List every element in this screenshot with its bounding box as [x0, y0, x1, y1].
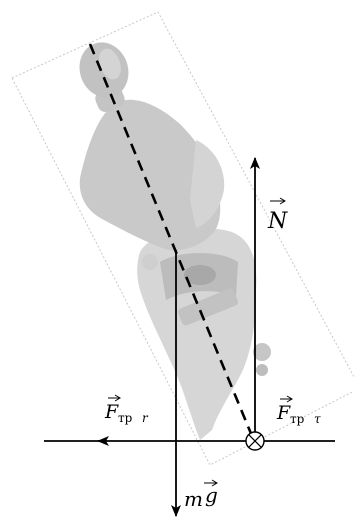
friction-t-label: F тр τ: [276, 395, 321, 426]
normal-symbol: N: [267, 209, 288, 234]
rider-torso: [79, 99, 221, 251]
rider-arm: [190, 140, 225, 228]
friction-t-symbol: F: [276, 402, 291, 424]
rider-silhouette: [79, 42, 271, 440]
gravity-symbol: g: [205, 483, 218, 507]
contact-point-icon: [245, 431, 265, 451]
friction-t-idx: τ: [314, 412, 321, 426]
friction-r-idx: r: [142, 411, 149, 425]
mirror-left: [142, 254, 158, 270]
friction-r-symbol: F: [104, 401, 119, 423]
seat-bar: [178, 288, 238, 326]
friction-r-label: F тр r: [104, 394, 149, 425]
helmet-visor: [99, 48, 121, 80]
mirror-right: [253, 343, 271, 361]
friction-t-sub: тр: [290, 412, 305, 426]
normal-force-label: N: [267, 197, 288, 234]
knob-right: [256, 364, 268, 376]
gravity-label: m g: [184, 479, 218, 511]
tilt-frame: [11, 11, 354, 466]
gravity-mass: m: [184, 487, 203, 511]
friction-r-sub: тр: [118, 411, 133, 425]
headlight: [184, 265, 216, 285]
